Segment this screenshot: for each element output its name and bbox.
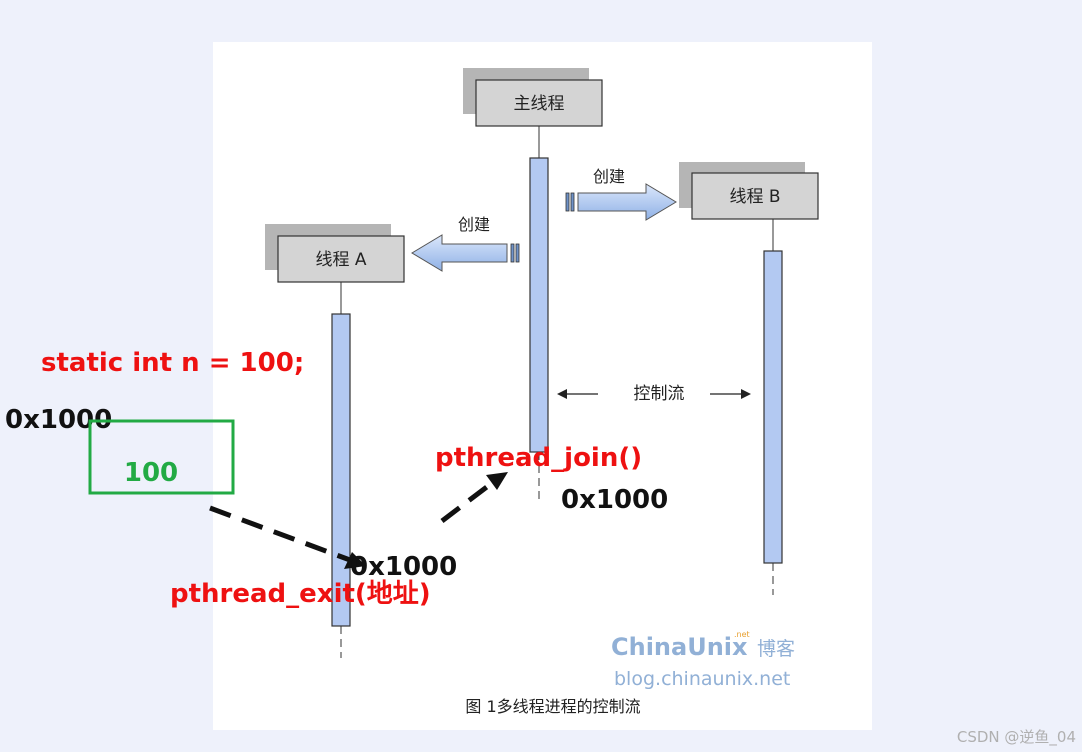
pthread-exit-label: pthread_exit(地址)	[170, 579, 431, 609]
thread-b-box	[691, 172, 819, 220]
memory-box	[88, 419, 235, 495]
pthread-join-label: pthread_join()	[435, 443, 642, 473]
control-flow-label: 控制流	[634, 384, 685, 404]
watermark-brand: ChinaUnix	[611, 633, 748, 661]
address-label-join: 0x1000	[561, 485, 668, 515]
figure-caption: 图 1多线程进程的控制流	[465, 697, 640, 716]
create-label-b: 创建	[593, 167, 625, 186]
watermark-brand-small: .net	[734, 630, 750, 639]
static-declaration: static int n = 100;	[41, 348, 304, 378]
dashed-arrow-to-join	[440, 472, 508, 523]
control-flow-arrow	[557, 389, 751, 399]
watermark-brand-suffix: 博客	[757, 638, 795, 660]
csdn-credit: CSDN @逆鱼_04	[957, 728, 1076, 747]
chinaunix-watermark: ChinaUnix .net 博客 blog.chinaunix.net	[611, 630, 795, 690]
main-thread-label: 主线程	[514, 94, 565, 114]
dashed-arrow-to-exit	[209, 505, 366, 569]
watermark-url: blog.chinaunix.net	[614, 668, 790, 690]
create-arrow-to-a	[411, 234, 520, 272]
thread-b-label: 线程 B	[729, 187, 780, 207]
create-label-a: 创建	[458, 215, 490, 234]
thread-b-lifeline	[763, 250, 783, 564]
thread-a-label: 线程 A	[315, 250, 366, 270]
thread-a-box	[277, 235, 405, 283]
create-arrow-to-b	[565, 183, 677, 221]
memory-box-value: 100	[124, 458, 178, 488]
address-label-exit: 0x1000	[350, 552, 457, 582]
main-thread-lifeline	[529, 157, 549, 453]
